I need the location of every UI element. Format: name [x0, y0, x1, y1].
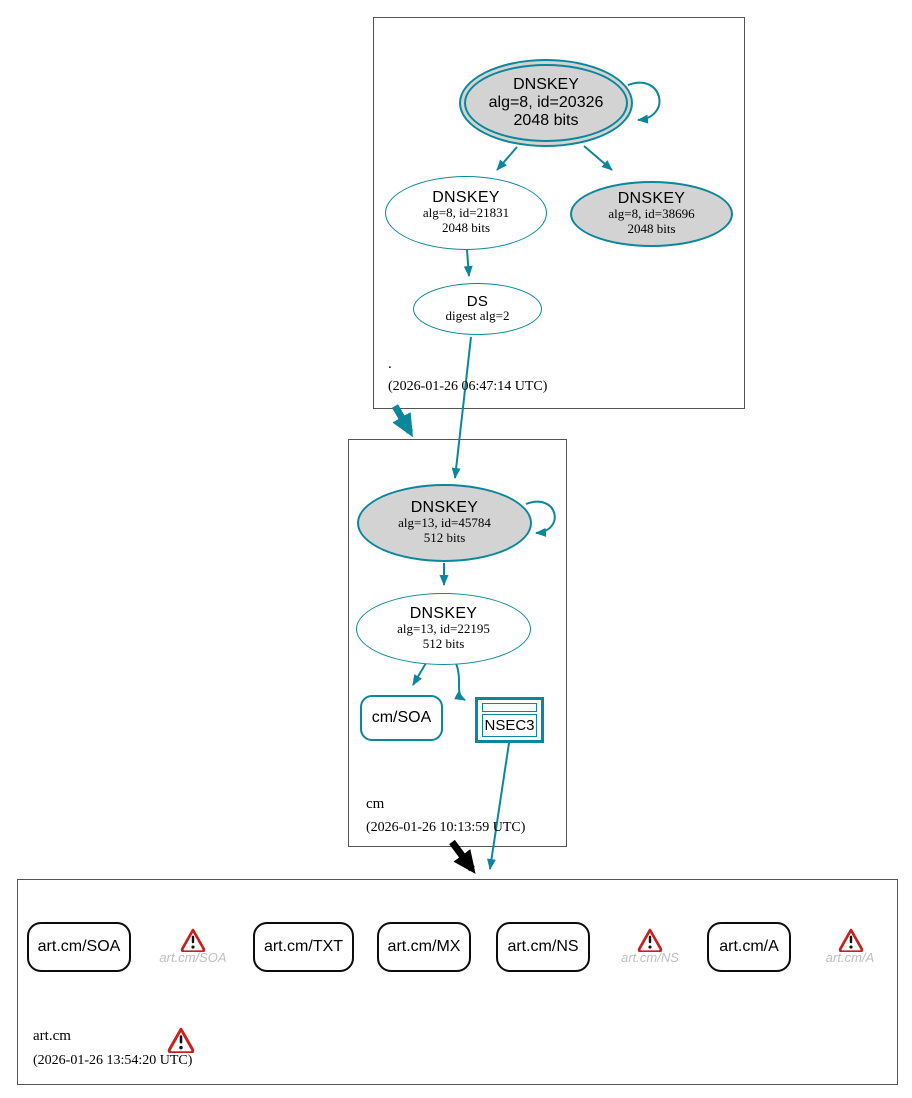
node-art-cm-txt[interactable]: art.cm/TXT: [253, 922, 354, 972]
edge-nsec3-to-art-cm: [487, 742, 510, 870]
node-cm-dnskey-22195[interactable]: DNSKEY alg=13, id=22195 512 bits: [356, 593, 531, 665]
node-title: DNSKEY: [432, 188, 500, 206]
node-detail: alg=8, id=21831: [422, 205, 510, 221]
edge-delegation-root-to-cm: [391, 404, 414, 438]
node-root-ds[interactable]: DS digest alg=2: [413, 283, 542, 335]
zone-box-root: [373, 17, 745, 409]
zone-name-root: .: [388, 356, 392, 372]
node-detail: 2048 bits: [627, 221, 676, 237]
edge-delegation-cm-to-art-cm: [449, 839, 476, 874]
node-detail: alg=13, id=22195: [397, 621, 490, 637]
zone-timestamp-cm: (2026-01-26 10:13:59 UTC): [366, 820, 526, 835]
node-art-cm-ns[interactable]: art.cm/NS: [496, 922, 590, 972]
edge-ds-to-cm-ksk: [451, 336, 472, 479]
node-art-cm-mx[interactable]: art.cm/MX: [377, 922, 471, 972]
edge-root-ksk-to-zsk: [496, 146, 518, 171]
warning-label-art-cm-soa: art.cm/SOA: [159, 950, 227, 965]
warning-icon-art-cm-zone[interactable]: [167, 1027, 195, 1053]
warning-icon-art-cm-a[interactable]: [838, 928, 864, 952]
zone-name-art-cm: art.cm: [33, 1028, 71, 1044]
edge-root-zsk-to-ds: [463, 249, 473, 277]
zone-name-cm: cm: [366, 796, 385, 812]
node-art-cm-soa[interactable]: art.cm/SOA: [27, 922, 131, 972]
node-cm-nsec3[interactable]: NSEC3: [475, 697, 544, 743]
node-label: art.cm/SOA: [37, 938, 121, 955]
node-art-cm-a[interactable]: art.cm/A: [707, 922, 791, 972]
node-title: DNSKEY: [409, 604, 478, 622]
warning-label-art-cm-a: art.cm/A: [825, 950, 875, 965]
edge-cm-zsk-to-nsec3: [454, 662, 466, 701]
node-root-dnskey-21831[interactable]: DNSKEY alg=8, id=21831 2048 bits: [385, 176, 547, 250]
edge-cm-zsk-to-soa: [412, 662, 427, 686]
node-detail: alg=13, id=45784: [398, 515, 491, 531]
node-detail: 512 bits: [423, 530, 466, 546]
node-title: DNSKEY: [410, 498, 479, 516]
warning-icon-art-cm-soa[interactable]: [180, 928, 206, 952]
zone-timestamp-art-cm: (2026-01-26 13:54:20 UTC): [33, 1053, 193, 1068]
edge-root-ksk-to-key38696: [583, 145, 613, 171]
node-label: NSEC3: [482, 714, 537, 737]
node-root-dnskey-38696[interactable]: DNSKEY alg=8, id=38696 2048 bits: [570, 181, 733, 247]
node-detail: 2048 bits: [441, 220, 491, 236]
node-root-dnskey-20326[interactable]: DNSKEY alg=8, id=20326 2048 bits: [459, 59, 633, 147]
node-title: DS: [466, 292, 489, 310]
node-cm-soa[interactable]: cm/SOA: [360, 695, 443, 741]
node-label: cm/SOA: [371, 709, 432, 726]
node-cm-dnskey-45784[interactable]: DNSKEY alg=13, id=45784 512 bits: [357, 484, 532, 562]
node-label: art.cm/TXT: [263, 938, 344, 955]
nsec3-record-strip: [482, 703, 537, 712]
node-detail: digest alg=2: [445, 308, 510, 324]
node-detail: alg=8, id=20326: [488, 94, 604, 111]
edge-root-ksk-self-sign: [627, 81, 661, 124]
node-detail: 512 bits: [422, 636, 465, 652]
node-label: art.cm/NS: [507, 938, 579, 955]
zone-box-art-cm: [17, 879, 898, 1085]
node-label: art.cm/A: [719, 938, 779, 955]
node-detail: alg=8, id=38696: [608, 206, 695, 222]
edge-cm-ksk-self-sign: [525, 500, 556, 537]
zone-timestamp-root: (2026-01-26 06:47:14 UTC): [388, 379, 548, 394]
node-title: DNSKEY: [617, 189, 686, 207]
node-detail: 2048 bits: [513, 112, 579, 129]
warning-icon-art-cm-ns[interactable]: [637, 928, 663, 952]
node-label: art.cm/MX: [387, 938, 461, 955]
warning-label-art-cm-ns: art.cm/NS: [621, 950, 679, 965]
node-root-dnskey-20326-inner: DNSKEY alg=8, id=20326 2048 bits: [464, 64, 628, 142]
node-title: DNSKEY: [513, 76, 579, 93]
